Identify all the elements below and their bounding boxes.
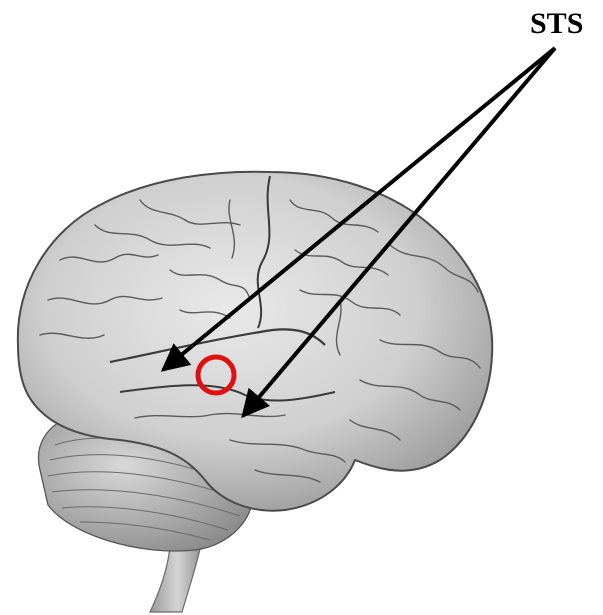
sts-label: STS [530, 7, 583, 40]
